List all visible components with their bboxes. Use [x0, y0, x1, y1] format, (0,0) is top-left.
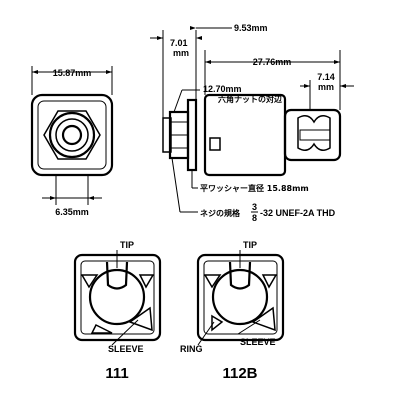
arrow	[196, 36, 202, 40]
m112b-ring-label: RING	[180, 344, 203, 354]
arrow	[32, 70, 38, 74]
hex-leader	[173, 89, 183, 113]
m112b-sleeve-label: SLEEVE	[240, 337, 276, 347]
m112b-socket	[211, 268, 269, 326]
front-bushing	[55, 118, 89, 152]
side-washer	[186, 98, 198, 172]
arrow	[304, 84, 310, 88]
model-111-view: TIP SLEEVE 111	[73, 240, 162, 382]
side-terminal-lugs	[297, 115, 331, 151]
m112b-tip-label: TIP	[243, 240, 257, 250]
washer-label: 平ワッシャー直径 15.88mm	[200, 183, 309, 193]
dim-7-14-label-a: 7.14	[317, 72, 335, 82]
side-terminal-slot	[299, 129, 331, 141]
pin-spacing-label: 6.35mm	[55, 207, 89, 217]
front-body-inner	[37, 100, 107, 170]
m111-tip-contact	[105, 261, 129, 290]
thread-leader	[171, 157, 181, 213]
m112b-hatch-tr	[261, 274, 278, 289]
m111-hatch-tr	[138, 274, 155, 289]
side-body	[203, 93, 287, 177]
m111-sleeve-contact	[128, 306, 153, 332]
m112b-sleeve-leader	[237, 319, 261, 335]
side-screw	[209, 137, 221, 151]
dim-7-01-label-a: 7.01	[170, 38, 188, 48]
front-body	[30, 93, 114, 177]
arrow	[190, 26, 196, 30]
arrow	[106, 70, 112, 74]
thread-numerator: 3	[252, 202, 257, 212]
m111-hatch-bl	[90, 323, 113, 334]
side-bushing-tip	[162, 117, 172, 153]
dim-7-01-label-b: mm	[173, 48, 189, 58]
thread-prefix-label: ネジの規格	[200, 208, 241, 218]
m111-socket	[88, 268, 146, 326]
m111-hatch-tl	[80, 274, 99, 289]
front-hex-nut	[43, 110, 101, 160]
m112b-hatch-tl	[203, 274, 222, 289]
arrow	[205, 60, 211, 64]
thread-denominator: 8	[252, 213, 257, 223]
m111-sleeve-leader	[111, 319, 139, 346]
m112b-tip-contact	[228, 261, 252, 290]
front-socket-hole	[61, 124, 83, 146]
side-terminal-block	[283, 108, 342, 162]
m112b-sleeve-contact	[251, 306, 276, 332]
m111-tip-label: TIP	[120, 240, 134, 250]
m112b-ring-leader	[197, 321, 215, 346]
arrow	[157, 36, 163, 40]
model-112b-title: 112B	[222, 365, 257, 382]
arrow	[334, 60, 340, 64]
hex-nut-label: 12.70mm	[203, 84, 242, 94]
front-view: 15.87mm 6.35mm	[30, 66, 114, 217]
model-111-title: 111	[105, 365, 128, 382]
front-washer-ring	[48, 111, 96, 159]
hex-nut-jp-label: 六角ナットの対辺	[218, 94, 282, 104]
arrow	[88, 196, 94, 200]
front-width-label: 15.87mm	[53, 68, 92, 78]
side-view: 9.53mm 7.01 mm 27.76mm 7.14 mm 12.70mm 六…	[150, 23, 354, 223]
dim-7-14-label-b: mm	[318, 82, 334, 92]
dim-27-76-label: 27.76mm	[253, 57, 292, 67]
m112b-ring-contact	[211, 314, 224, 332]
model-112b-view: TIP RING SLEEVE 112B	[180, 240, 285, 382]
dim-9-53-label: 9.53mm	[234, 23, 268, 33]
arrow	[50, 196, 56, 200]
thread-suffix-label: -32 UNEF-2A THD	[260, 208, 336, 218]
arrow	[340, 84, 346, 88]
m111-sleeve-label: SLEEVE	[108, 344, 144, 354]
